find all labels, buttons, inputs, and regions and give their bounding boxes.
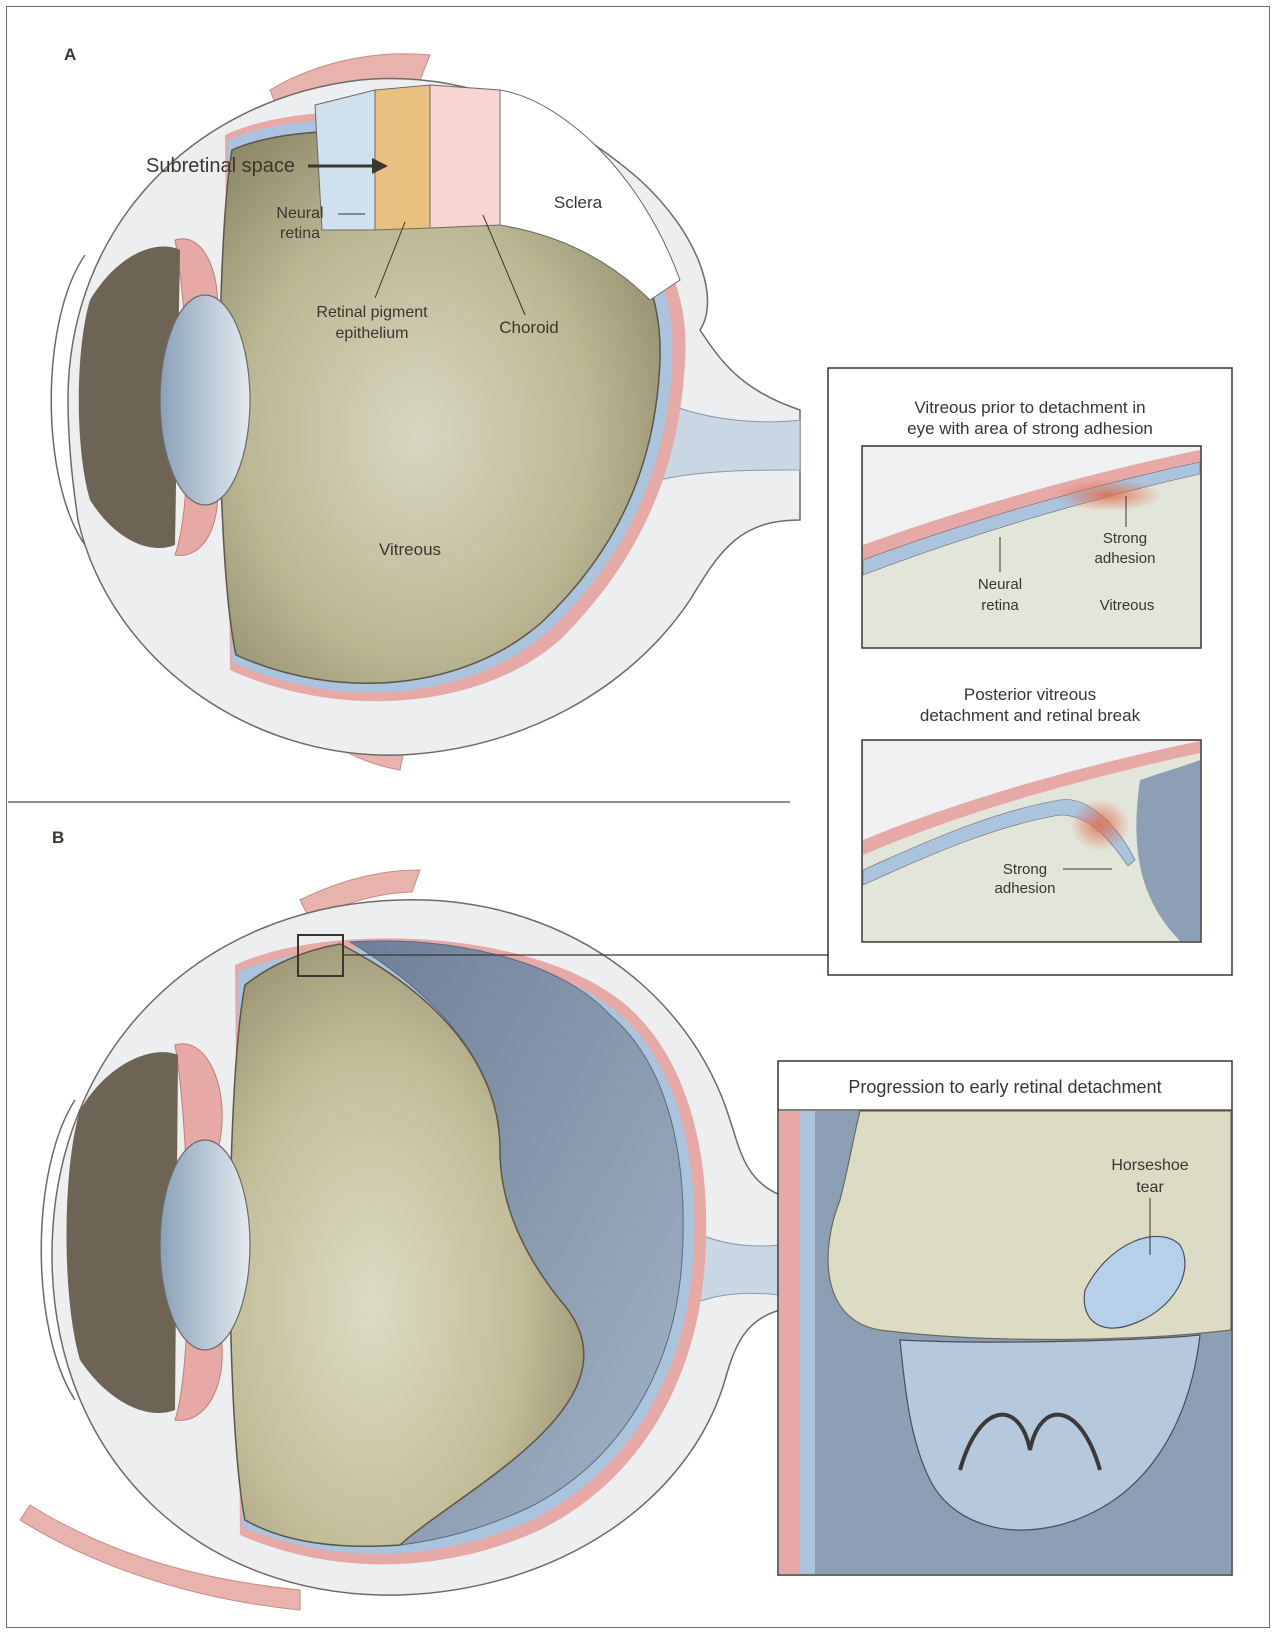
inset3-retina-strip	[800, 1111, 815, 1574]
inset1-vitreous: Vitreous	[1100, 597, 1155, 614]
inset2-strong-2: adhesion	[995, 880, 1056, 897]
label-vitreous-a: Vitreous	[379, 540, 441, 559]
inset3-title: Progression to early retinal detachment	[848, 1077, 1161, 1097]
inset2-adhesion-glow	[1070, 799, 1130, 851]
inset2-title-line1: Posterior vitreous	[964, 685, 1096, 704]
label-sclera: Sclera	[554, 193, 603, 212]
lens-b	[160, 1140, 250, 1350]
neural-retina-slab	[315, 90, 375, 230]
panel-label-a: A	[64, 45, 76, 64]
inset2-title-line2: detachment and retinal break	[920, 706, 1141, 725]
inset2-illustration: Strong adhesion	[862, 740, 1201, 942]
label-subretinal-space: Subretinal space	[146, 155, 295, 177]
inset1-retina-2: retina	[981, 597, 1019, 614]
label-choroid: Choroid	[499, 318, 559, 337]
label-neural-retina-a-2: retina	[280, 225, 320, 242]
inset3-choroid-strip	[779, 1111, 800, 1574]
inset1-adhesion-glow	[1053, 479, 1163, 511]
label-neural-retina-a-1: Neural	[276, 205, 323, 222]
rpe-slab	[375, 85, 430, 230]
inset1-title-line1: Vitreous prior to detachment in	[914, 398, 1145, 417]
lens-a	[160, 295, 250, 505]
label-rpe-2: epithelium	[336, 325, 409, 342]
inset1-retina-1: Neural	[978, 576, 1022, 593]
eye-b	[20, 870, 828, 1610]
inset1-strong-1: Strong	[1103, 530, 1147, 547]
label-rpe-1: Retinal pigment	[316, 304, 428, 321]
inset1-title-line2: eye with area of strong adhesion	[907, 419, 1153, 438]
inset3-horseshoe-1: Horseshoe	[1111, 1157, 1188, 1174]
inset1-strong-2: adhesion	[1095, 550, 1156, 567]
inset3-horseshoe-2: tear	[1136, 1179, 1164, 1196]
inset3-vitreous-fold	[828, 1111, 1231, 1339]
inset1-illustration: Strong adhesion Neural retina Vitreous	[862, 446, 1201, 648]
inset3: Progression to early retinal detachment …	[778, 1061, 1232, 1575]
inset2-strong-1: Strong	[1003, 861, 1047, 878]
choroid-slab	[430, 85, 500, 228]
panel-label-b: B	[52, 828, 64, 847]
